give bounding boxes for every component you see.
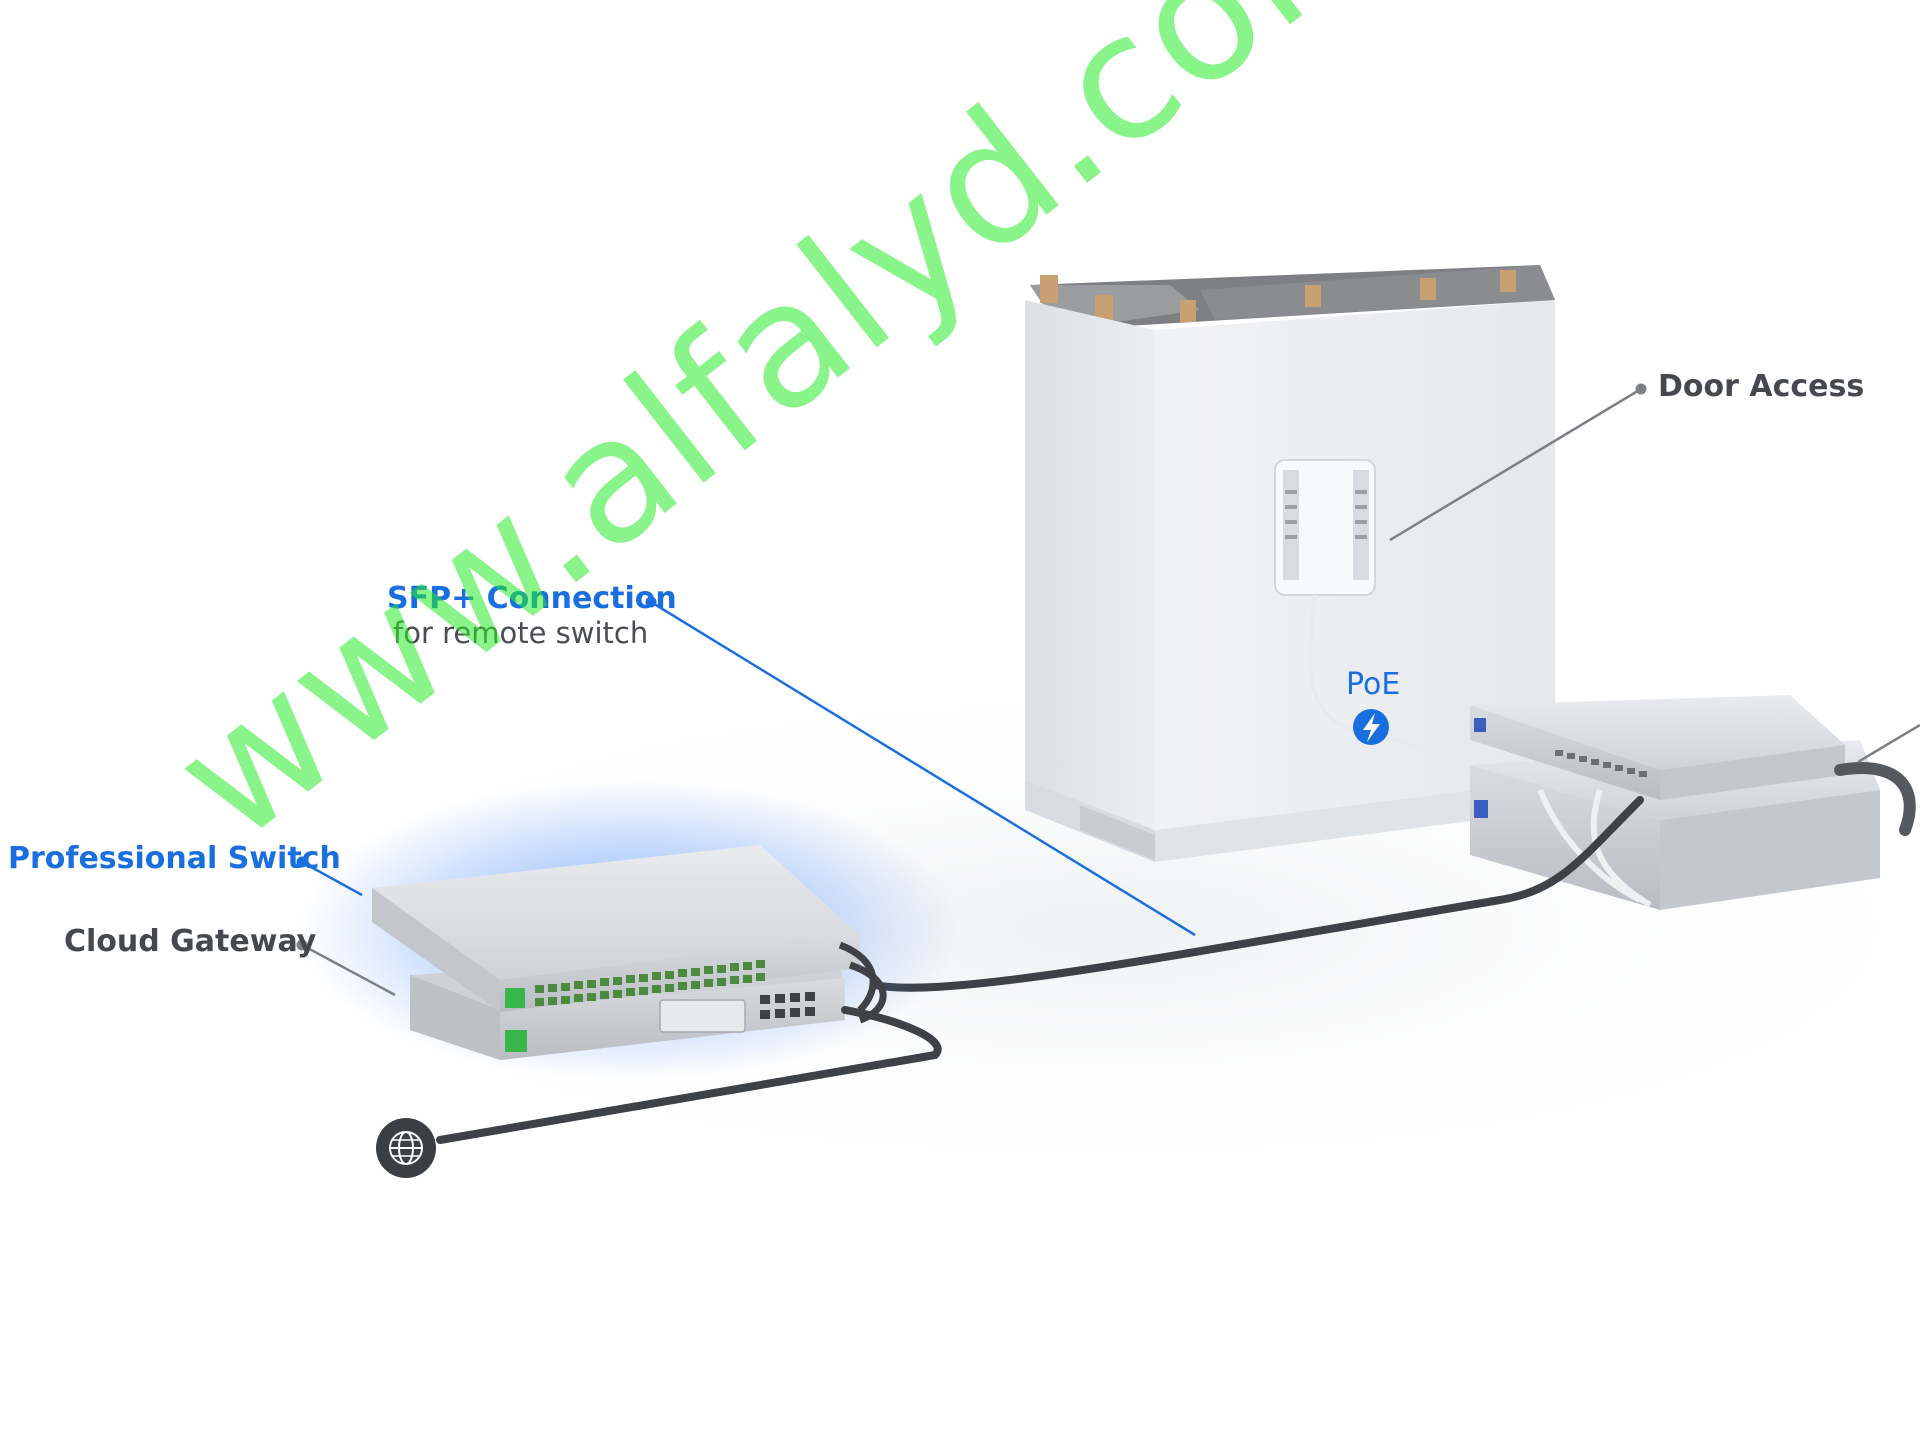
sfp-connection-label: SFP+ Connection	[387, 581, 677, 616]
globe-icon	[376, 1118, 436, 1178]
sfp-connection-sublabel: for remote switch	[393, 616, 649, 650]
sfp-leader-line	[645, 596, 1196, 937]
cloud-gateway-label: Cloud Gateway	[64, 924, 317, 959]
door-access-label: Door Access	[1658, 369, 1865, 404]
cloud-gateway-leader-line	[296, 939, 396, 997]
door-access-hub	[1274, 459, 1501, 772]
poe-label: PoE	[1346, 667, 1401, 702]
remote-switch-stack	[1470, 695, 1916, 910]
lightning-bolt-icon	[1353, 709, 1389, 745]
local-device-stack	[372, 845, 887, 1060]
professional-switch-leader-line	[296, 856, 363, 897]
wall	[1025, 265, 1555, 862]
door-access-leader-line	[1389, 383, 1647, 542]
professional-switch-label: Professional Switch	[8, 841, 341, 876]
cropped-leader-line	[1857, 723, 1920, 764]
internet-cable	[436, 1006, 942, 1144]
sfp-cable	[871, 796, 1644, 992]
